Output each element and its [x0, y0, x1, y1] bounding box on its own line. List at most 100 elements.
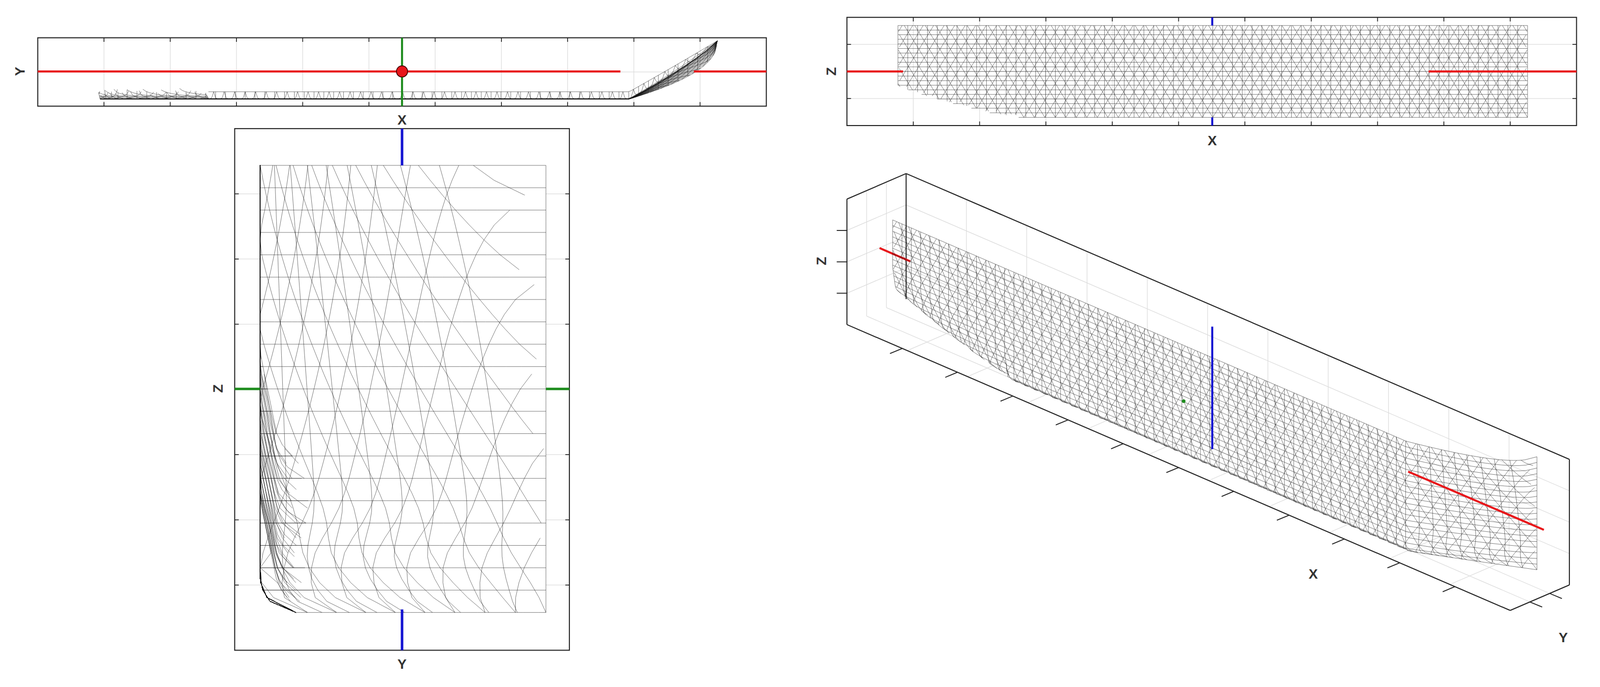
hull-mesh: [1018, 273, 1078, 408]
hull-mesh: [968, 25, 1018, 106]
hull-mesh: [260, 165, 297, 613]
hull-mesh: [998, 25, 1056, 118]
tick-mark: [1572, 98, 1577, 100]
tick-mark: [1377, 17, 1379, 22]
tick-mark: [1111, 17, 1113, 22]
hull-mesh: [1520, 460, 1534, 467]
hull-mesh: [1233, 389, 1285, 477]
hull-mesh: [260, 523, 546, 524]
tick-mark: [979, 121, 981, 126]
hull-mesh: [1271, 25, 1329, 118]
hull-mesh: [497, 91, 554, 100]
hull-mesh: [559, 91, 561, 100]
hull-mesh: [1114, 337, 1166, 425]
hull-mesh: [1366, 424, 1433, 555]
hull-mesh: [1228, 364, 1235, 475]
hull-mesh: [260, 165, 297, 613]
grid-line: [905, 267, 1569, 554]
hull-mesh: [100, 89, 118, 100]
hull-mesh: [490, 91, 492, 100]
hull-mesh: [898, 43, 1528, 45]
side-view: [846, 17, 1577, 126]
hull-mesh: [925, 25, 977, 109]
hull-mesh: [355, 165, 534, 434]
hull-mesh: [406, 284, 535, 613]
tick-mark: [912, 17, 914, 22]
hull-mesh: [1334, 25, 1392, 118]
tick-mark: [1276, 515, 1290, 521]
tick-mark: [1377, 121, 1379, 126]
hull-mesh: [260, 165, 297, 613]
hull-mesh: [899, 25, 934, 81]
x-axis: [694, 70, 767, 73]
hull-mesh: [307, 91, 365, 100]
tick-mark: [565, 324, 570, 326]
hull-mesh: [1066, 25, 1123, 118]
hull-mesh: [1292, 25, 1350, 118]
hull-mesh: [353, 91, 354, 100]
hull-mesh: [958, 248, 1018, 382]
hull-mesh: [318, 91, 376, 100]
hull-mesh: [1457, 453, 1535, 548]
hull-mesh: [923, 310, 1537, 542]
hull-mesh: [260, 165, 308, 613]
grid-line: [886, 307, 1550, 594]
hull-mesh: [260, 165, 297, 490]
hull-mesh: [899, 34, 940, 100]
hull-mesh: [260, 209, 546, 211]
hull-mesh: [1256, 376, 1263, 488]
hull-mesh: [335, 91, 393, 100]
view-frame: [37, 37, 767, 107]
tick-mark: [846, 98, 851, 100]
hull-mesh: [1324, 25, 1381, 118]
hull-mesh: [1418, 444, 1507, 566]
tick-mark: [234, 324, 239, 326]
grid-line: [886, 182, 887, 308]
axis-label: X: [1306, 566, 1321, 583]
hull-mesh: [260, 165, 297, 613]
hull-mesh: [1124, 25, 1182, 118]
hull-mesh: [906, 25, 945, 87]
hull-mesh: [480, 91, 482, 100]
tick-mark: [1055, 420, 1068, 426]
hull-mesh: [125, 91, 179, 100]
hull-mesh: [897, 290, 901, 294]
hull-mesh: [898, 30, 1528, 31]
hull-mesh: [1197, 351, 1257, 485]
hull-mesh: [260, 165, 287, 464]
hull-mesh: [946, 260, 987, 333]
tick-mark: [836, 261, 848, 263]
hull-mesh: [1019, 25, 1077, 118]
hull-mesh: [1369, 25, 1427, 118]
hull-mesh: [157, 91, 214, 100]
hull-mesh: [260, 165, 296, 583]
hull-mesh: [923, 25, 966, 94]
hull-mesh: [1074, 320, 1126, 408]
hull-mesh: [1276, 385, 1337, 520]
hull-mesh: [260, 165, 329, 613]
hull-mesh: [1502, 25, 1528, 66]
hull-mesh: [898, 66, 1528, 67]
hull-mesh: [1316, 402, 1376, 536]
hull-mesh: [418, 165, 520, 270]
hull-mesh: [1286, 25, 1343, 118]
hull-mesh: [260, 165, 337, 613]
hull-mesh: [99, 91, 100, 95]
view-frame: [846, 17, 1577, 126]
hull-mesh: [255, 91, 313, 100]
tick-mark: [1045, 17, 1047, 22]
top-view: [37, 37, 767, 107]
hull-mesh: [1097, 308, 1158, 442]
hull-mesh: [1306, 398, 1367, 533]
hull-mesh: [423, 91, 481, 100]
hull-mesh: [918, 231, 973, 352]
hull-mesh: [1266, 381, 1327, 515]
origin-marker: [1181, 399, 1186, 403]
hull-mesh: [99, 40, 718, 100]
hull-mesh: [1273, 405, 1325, 494]
hull-mesh: [1047, 286, 1108, 421]
hull-mesh: [179, 40, 718, 99]
hull-mesh: [260, 165, 297, 546]
hull-mesh: [260, 276, 546, 278]
hull-mesh: [1296, 25, 1354, 118]
